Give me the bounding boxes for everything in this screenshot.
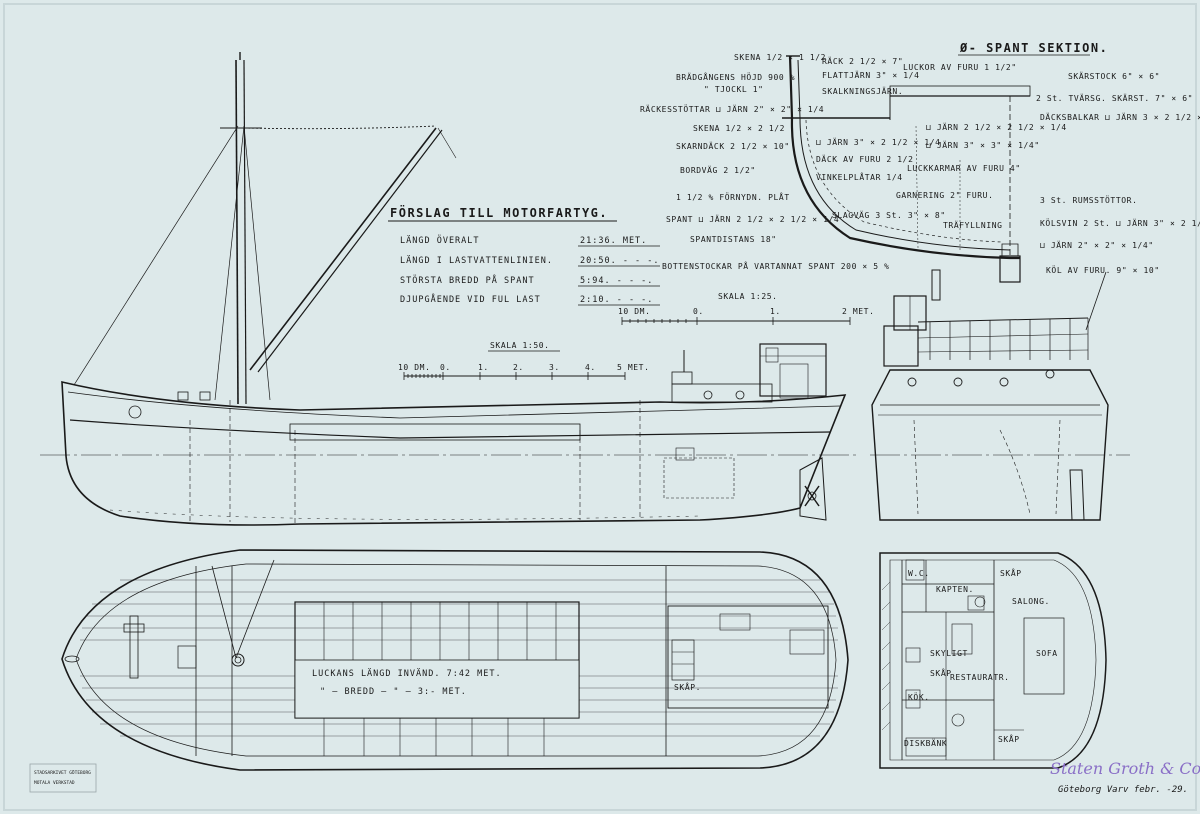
room-label-skylight: SKYLIGT: [930, 649, 968, 658]
spec-label-max-beam: STÖRSTA BREDD PÅ SPANT: [400, 274, 535, 286]
section-label-rackesstottar: RÄCKESSTÖTTAR ⊔ JÄRN 2" × 2" × 1/4: [640, 104, 824, 114]
spec-table: LÄNGD ÖVERALT 21:36. MET. LÄNGD I LASTVA…: [400, 235, 660, 306]
stern-view: [870, 269, 1130, 521]
room-label-salong: SALONG.: [1012, 597, 1050, 606]
section-label-tjockl: " TJOCKL 1": [704, 85, 764, 94]
room-label-wc: W.C.: [908, 569, 930, 578]
hatch-dimensions: LUCKANS LÄNGD INVÄND. 7:42 MET. " — BRED…: [312, 668, 502, 697]
stamp-line-2: MOTALA VERKSTAD: [34, 780, 75, 786]
section-label-skarstock: SKÄRSTOCK 6" × 6": [1068, 71, 1160, 81]
section-label-rack: RÄCK 2 1/2 × 7": [822, 56, 903, 66]
scale-1-50-tick-4: 3.: [549, 363, 560, 372]
scale-1-50-tick-3: 2.: [513, 363, 524, 372]
signature-place-date: Göteborg Varv febr. -29.: [1058, 785, 1188, 795]
hatch-length-label: LUCKANS LÄNGD INVÄND. 7:42 MET.: [312, 668, 502, 679]
section-label-vinkelplatar: VINKELPLÅTAR 1/4: [816, 171, 903, 182]
section-title: Ø- SPANT SEKTION.: [959, 41, 1108, 55]
room-label-kok: KÖK.: [908, 692, 930, 702]
room-label-skap-1: SKÅP: [1000, 567, 1022, 578]
section-label-spant: SPANT ⊔ JÄRN 2 1/2 × 2 1/2 × 1/4: [666, 214, 839, 224]
section-label-fornydn-plat: 1 1/2 % FÖRNYDN. PLÅT: [676, 191, 790, 202]
stamp-line-1: STADSARKIVET GÖTEBORG: [34, 769, 91, 776]
accommodation-plan: [879, 552, 1107, 769]
section-label-luckor: LUCKOR AV FURU 1 1/2": [903, 63, 1017, 72]
section-label-skena-1: SKENA 1/2 × 1 1/2: [734, 53, 826, 62]
section-label-bottenstockar: BOTTENSTOCKAR PÅ VARTANNAT SPANT 200 × 5…: [662, 260, 890, 271]
side-elevation: [40, 52, 860, 526]
section-label-kol-furu: KÖL AV FURU. 9" × 10": [1046, 265, 1160, 275]
section-label-u-jarn-2-5: ⊔ JÄRN 2 1/2 × 2 1/2 × 1/4: [926, 122, 1067, 132]
deck-plan: [61, 549, 849, 771]
spec-value-max-beam: 5:94. - - -.: [580, 276, 653, 286]
section-label-skarndack: SKARNDÄCK 2 1/2 × 10": [676, 141, 790, 151]
signature-name: Staten Groth & Co: [1050, 759, 1200, 778]
section-label-dack-furu: DÄCK AV FURU 2 1/2: [816, 154, 914, 164]
spec-label-length-overall: LÄNGD ÖVERALT: [400, 235, 480, 246]
deck-skap-label: SKÅP.: [674, 681, 701, 692]
scale-1-50-tick-5: 4.: [585, 363, 596, 372]
scale-1-25-tick-3: 2 MET.: [842, 307, 875, 316]
accommodation-labels: W.C. KAPTEN. SKÅP SALONG. SKYLIGT SKÅP R…: [904, 567, 1058, 748]
scale-bar-1-25: SKALA 1:25. 10 DM. 0. 1. 2 MET.: [618, 292, 875, 325]
section-label-spantdistans: SPANTDISTANS 18": [690, 235, 777, 244]
scale-1-25-label: SKALA 1:25.: [718, 292, 778, 301]
room-label-restaurang: RESTAURATR.: [950, 673, 1010, 682]
scale-1-25-tick-2: 1.: [770, 307, 781, 316]
spec-label-waterline-length: LÄNGD I LASTVATTENLINIEN.: [400, 255, 553, 266]
section-label-skalkningsjarn: SKALKNINGSJÄRN.: [822, 86, 903, 96]
section-label-garnering: GARNERING 2" FURU.: [896, 191, 994, 200]
section-labels: Ø- SPANT SEKTION. SKENA 1/2 × 1 1/2 BRÄD…: [640, 41, 1200, 275]
section-label-trafyllning: TRÄFYLLNING: [943, 220, 1003, 230]
section-label-kolsvin: KÖLSVIN 2 St. ⊔ JÄRN 3" × 2 1/2 × 1/4: [1040, 218, 1200, 228]
room-label-diskbank: DISKBÄNK: [904, 738, 947, 748]
section-label-dacksbalkar: DÄCKSBALKAR ⊔ JÄRN 3 × 2 1/2 × 1/4: [1040, 112, 1200, 122]
section-label-bordvag: BORDVÄG 2 1/2": [680, 165, 756, 175]
scale-1-50-tick-6: 5 MET.: [617, 363, 650, 372]
midship-section: [782, 55, 1031, 283]
section-label-u-jarn-3: ⊔ JÄRN 3" × 2 1/2 × 1/4: [816, 137, 941, 147]
section-label-tvarsg-skarst: 2 St. TVÄRSG. SKÄRST. 7" × 6": [1036, 93, 1193, 103]
title-block: FÖRSLAG TILL MOTORFARTYG. LÄNGD ÖVERALT …: [388, 205, 660, 306]
scale-1-25-tick-0: 10 DM.: [618, 307, 651, 316]
spec-value-length-overall: 21:36. MET.: [580, 236, 647, 246]
section-label-u-jarn-2-2: ⊔ JÄRN 2" × 2" × 1/4": [1040, 240, 1154, 250]
spec-label-draught: DJUPGÅENDE VID FUL LAST: [400, 293, 541, 305]
spec-value-waterline-length: 20:50. - - -.: [580, 256, 660, 266]
section-label-flattjarn: FLATTJÄRN 3" × 1/4: [822, 70, 920, 80]
archive-stamp: STADSARKIVET GÖTEBORG MOTALA VERKSTAD: [29, 763, 97, 793]
scale-1-50-label: SKALA 1:50.: [490, 341, 550, 350]
section-label-rumsstottor: 3 St. RUMSSTÖTTOR.: [1040, 195, 1138, 205]
room-label-sofa: SOFA: [1036, 649, 1058, 658]
hatch-width-label: " — BREDD — " — 3:- MET.: [320, 687, 467, 697]
section-label-u-jarn-3-3: ⊔ JÄRN 3" × 3" × 1/4": [926, 140, 1040, 150]
section-label-skena-2: SKENA 1/2 × 2 1/2: [693, 124, 785, 133]
scale-bar-1-50: SKALA 1:50. 10 DM. 0. 1. 2. 3. 4. 5 MET.: [398, 341, 650, 380]
scale-1-50-tick-2: 1.: [478, 363, 489, 372]
section-label-bradgang-hojd: BRÄDGÅNGENS HÖJD 900 %: [676, 71, 795, 82]
section-label-slagvag: SLAGVÄG 3 St. 3" × 8": [832, 210, 946, 220]
signature-block: Staten Groth & Co Göteborg Varv febr. -2…: [1050, 759, 1200, 795]
room-label-skap-3: SKÅP: [998, 733, 1020, 744]
room-label-kapten: KAPTEN.: [936, 585, 974, 594]
scale-1-25-tick-1: 0.: [693, 307, 704, 316]
drawing-title: FÖRSLAG TILL MOTORFARTYG.: [390, 205, 608, 220]
scale-1-50-tick-1: 0.: [440, 363, 451, 372]
room-label-skap-2: SKÅP: [930, 667, 952, 678]
spec-value-draught: 2:10. - - -.: [580, 295, 653, 305]
scale-1-50-tick-0: 10 DM.: [398, 363, 431, 372]
section-label-luckkarmar: LUCKKARMAR AV FURU 4": [907, 164, 1021, 173]
